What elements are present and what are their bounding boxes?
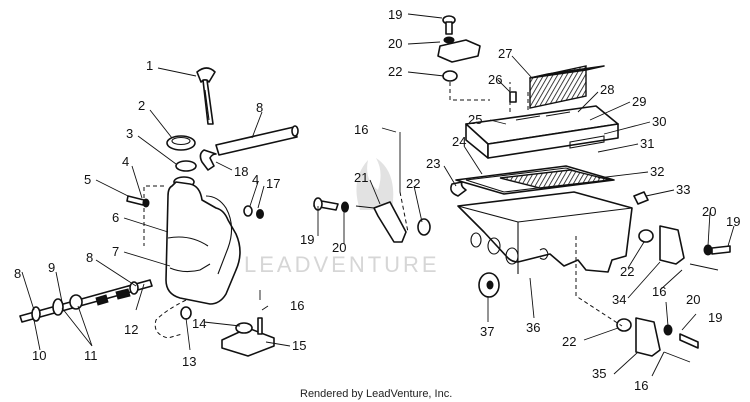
air-box-body-part [457, 191, 633, 273]
callout-19-low: 19 [708, 310, 722, 325]
callout-2: 2 [138, 98, 145, 113]
callout-30: 30 [652, 114, 666, 129]
callout-10: 10 [32, 348, 46, 363]
bracket-part [373, 201, 407, 243]
callout-19-right: 19 [726, 214, 740, 229]
callout-27: 27 [498, 46, 512, 61]
flame-logo-icon [356, 158, 394, 210]
callout-31: 31 [640, 136, 654, 151]
callout-26: 26 [488, 72, 502, 87]
callout-22-left: 22 [406, 176, 420, 191]
callout-4: 4 [122, 154, 129, 169]
fuel-gauge-part [196, 67, 216, 125]
callout-22-top: 22 [388, 64, 402, 79]
callout-7: 7 [112, 244, 119, 259]
callout-labels: 1 2 3 4 5 6 7 8 8 8 9 10 11 12 13 14 15 … [14, 7, 740, 393]
callout-15: 15 [292, 338, 306, 353]
callout-25: 25 [468, 112, 482, 127]
callout-19-left: 19 [300, 232, 314, 247]
callout-9: 9 [48, 260, 55, 275]
callout-36: 36 [526, 320, 540, 335]
elbow-fitting-part [199, 149, 217, 171]
callout-24: 24 [452, 134, 466, 149]
watermark-text: LEADVENTURE [244, 252, 440, 277]
fuel-hose-part [215, 125, 299, 156]
callout-22-right: 22 [620, 264, 634, 279]
callout-33: 33 [676, 182, 690, 197]
callout-13: 13 [182, 354, 196, 369]
callout-6: 6 [112, 210, 119, 225]
fuel-cap-part [166, 135, 196, 151]
gasket-part [175, 160, 197, 172]
callout-20-left: 20 [332, 240, 346, 255]
washer-part [243, 205, 253, 217]
fitting-part [180, 306, 192, 320]
fuel-tank-assembly [19, 67, 299, 357]
callout-5: 5 [84, 172, 91, 187]
callout-8-left: 8 [14, 266, 21, 281]
callout-11: 11 [84, 348, 98, 363]
callout-8-line: 8 [86, 250, 93, 265]
callout-20-top: 20 [388, 36, 402, 51]
callout-23: 23 [426, 156, 440, 171]
callout-19-top: 19 [388, 7, 402, 22]
fuel-line-part [19, 279, 153, 323]
callout-17: 17 [266, 176, 280, 191]
callout-21: 21 [354, 170, 368, 185]
callout-20-right: 20 [702, 204, 716, 219]
callout-16-rod: 16 [354, 122, 368, 137]
callout-22-low: 22 [562, 334, 576, 349]
callout-16-mid: 16 [652, 284, 666, 299]
callout-16-low: 16 [634, 378, 648, 393]
callout-8-hose: 8 [256, 100, 263, 115]
callout-37: 37 [480, 324, 494, 339]
callout-18: 18 [234, 164, 248, 179]
callout-32: 32 [650, 164, 664, 179]
mount-plate-part [659, 225, 685, 265]
callout-28: 28 [600, 82, 614, 97]
callout-34: 34 [612, 292, 626, 307]
air-box-assembly [313, 15, 731, 363]
callout-4-right: 4 [252, 172, 259, 187]
callout-1: 1 [146, 58, 153, 73]
callout-20-low: 20 [686, 292, 700, 307]
callout-16-tank: 16 [290, 298, 304, 313]
callout-14: 14 [192, 316, 206, 331]
render-caption: Rendered by LeadVenture, Inc. [300, 388, 452, 400]
leader-lines [21, 13, 735, 377]
callout-35: 35 [592, 366, 606, 381]
callout-3: 3 [126, 126, 133, 141]
watermark: LEADVENTURE [244, 158, 440, 277]
callout-29: 29 [632, 94, 646, 109]
callout-12: 12 [124, 322, 138, 337]
